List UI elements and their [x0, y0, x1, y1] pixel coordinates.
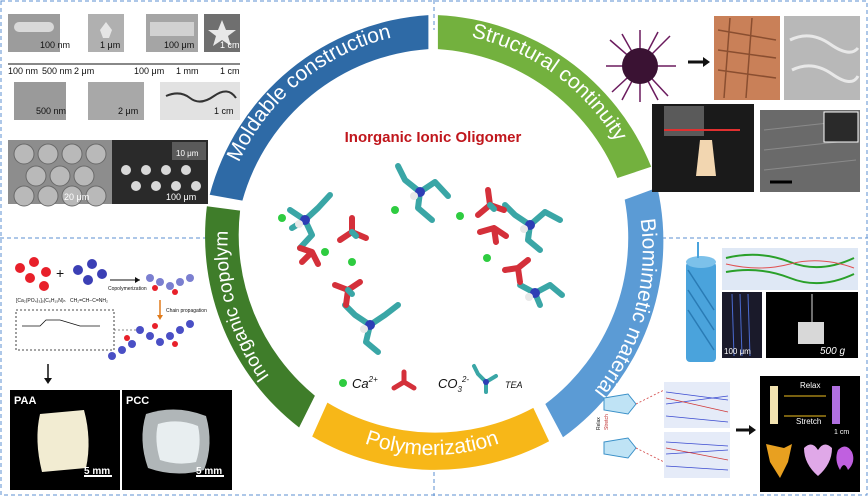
scale-100um: 100 μm: [164, 40, 194, 50]
ring-segment-polymerization: [312, 402, 550, 470]
axis-tick-1cm: 1 cm: [220, 66, 240, 76]
side-stretch: Stretch: [604, 414, 610, 430]
panel-copolymerization-scheme: + Copolymerization [Ca₂(PO₄)₃]ₒ(C₆H₁₅N)ₙ…: [15, 257, 207, 384]
panel-biomimetic-fiber: 100 μm 500 g: [686, 242, 858, 362]
scale-500nm: 500 nm: [36, 106, 66, 116]
ring-segment-moldable: [209, 15, 429, 201]
legend-co3: CO32-: [438, 375, 469, 394]
svg-text:+: +: [56, 265, 64, 281]
legend-tea: TEA: [505, 380, 523, 390]
ring-segment-biomimetic: [545, 187, 664, 438]
axis-tick-2um: 2 μm: [74, 66, 94, 76]
ca-ion-marker: [339, 379, 347, 387]
scale-1cm-lower: 1 cm: [214, 106, 234, 116]
scale-100um-sem: 100 μm: [166, 192, 196, 202]
scale-1um: 1 μm: [100, 40, 120, 50]
ring-segment-organic: [205, 206, 315, 428]
scale-10um: 10 μm: [176, 149, 199, 158]
scale-20um: 20 μm: [64, 192, 89, 202]
center-title: Inorganic Ionic Oligomer: [345, 129, 522, 146]
label-relax: Relax: [800, 381, 820, 390]
co3-marker: [391, 369, 417, 391]
side-relax: Relax: [596, 417, 602, 430]
scale-2um: 2 μm: [118, 106, 138, 116]
label-paa: PAA: [14, 395, 36, 407]
scheme-formula-2: CH₂=CH−C=NH₂: [70, 298, 108, 304]
label-stretch: Stretch: [796, 417, 821, 426]
scale-1cm: 1 cm: [220, 40, 240, 50]
axis-tick-100nm: 100 nm: [8, 66, 38, 76]
axis-tick-1mm: 1 mm: [176, 66, 199, 76]
panel-structural-images: [606, 16, 860, 192]
axis-tick-500nm: 500 nm: [42, 66, 72, 76]
scale-100nm: 100 nm: [40, 40, 70, 50]
tea-marker: [472, 364, 498, 394]
axis-tick-100um: 100 μm: [134, 66, 164, 76]
scheme-chain-propagation: Chain propagation: [166, 308, 207, 314]
molecular-structure: [278, 163, 565, 355]
panel-paa-pcc-photos: PAA PCC 5 mm 5 mm: [10, 390, 232, 490]
scheme-formula-1: [Ca₂(PO₄)₃]ₒ(C₆H₁₅N)ₙ: [16, 298, 66, 304]
molecule-legend: Ca2+ CO32- TEA: [339, 364, 523, 394]
panel-moldable-images: 100 nm 1 μm 100 μm 1 cm 100 nm 500 nm 2 …: [8, 14, 240, 207]
label-pcc: PCC: [126, 395, 149, 407]
scale-1cm-right: 1 cm: [834, 429, 849, 436]
scheme-copolymerization: Copolymerization: [108, 286, 147, 292]
panel-relax-stretch: Relax Stretch Relax Stretch 1 cm: [596, 376, 860, 492]
ring-segment-structural: [437, 15, 652, 178]
scale-5mm-pcc: 5 mm: [196, 466, 222, 477]
weight-500g: 500 g: [820, 346, 845, 357]
scale-5mm-paa: 5 mm: [84, 466, 110, 477]
scale-fiber: 100 μm: [724, 347, 751, 356]
legend-ca: Ca2+: [352, 375, 378, 391]
